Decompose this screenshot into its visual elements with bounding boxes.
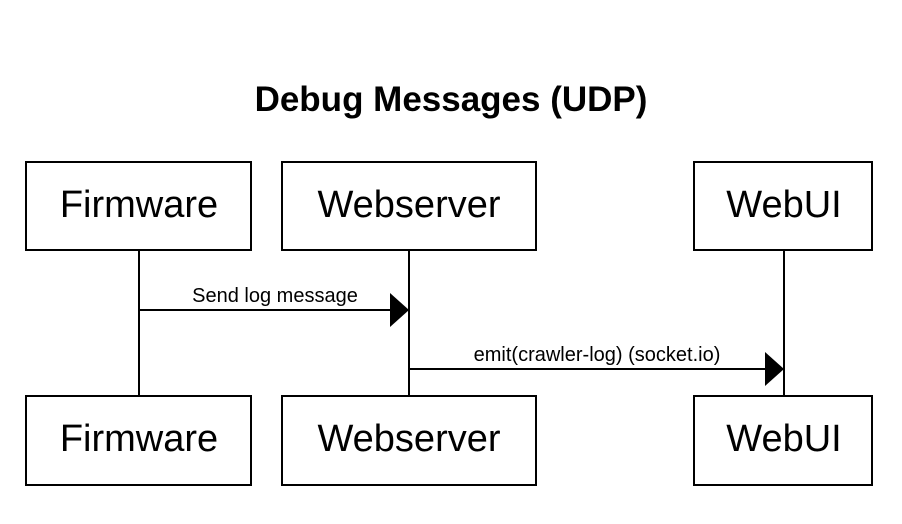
participant-firmware-bottom-label: Firmware <box>60 418 218 460</box>
participant-firmware-top-label: Firmware <box>60 184 218 226</box>
participant-webserver-top: Webserver <box>281 161 537 251</box>
diagram-title: Debug Messages (UDP) <box>254 80 648 119</box>
message-emit-crawler-log-arrowhead <box>765 352 784 386</box>
participant-webserver-bottom-label: Webserver <box>317 418 500 460</box>
message-send-log: Send log message <box>140 285 409 327</box>
participant-webui-bottom: WebUI <box>693 395 873 486</box>
participant-webui-bottom-label: WebUI <box>726 418 841 460</box>
message-emit-crawler-log: emit(crawler-log) (socket.io) <box>410 344 784 386</box>
message-send-log-arrowhead <box>390 293 409 327</box>
message-send-log-label: Send log message <box>192 285 358 307</box>
participant-webserver-bottom: Webserver <box>281 395 537 486</box>
participant-webserver-top-label: Webserver <box>317 184 500 226</box>
participant-firmware-bottom: Firmware <box>25 395 252 486</box>
participant-webui-top-label: WebUI <box>726 184 841 226</box>
participant-firmware-top: Firmware <box>25 161 252 251</box>
participant-webui-top: WebUI <box>693 161 873 251</box>
message-emit-crawler-log-label: emit(crawler-log) (socket.io) <box>474 344 721 366</box>
